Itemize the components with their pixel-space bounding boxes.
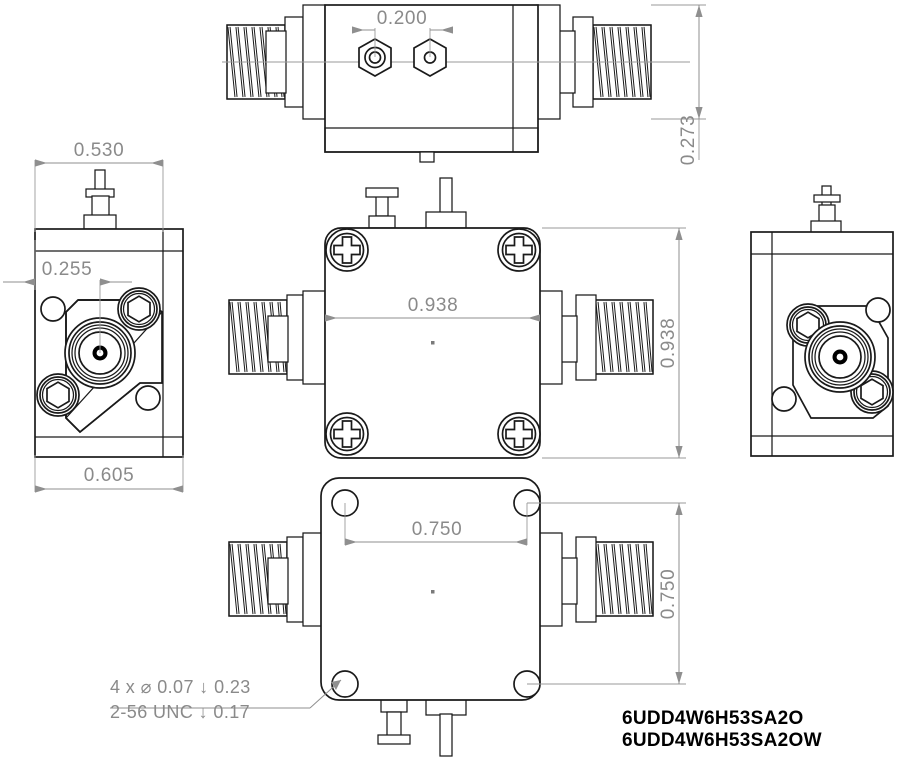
part-number-block: 6UDD4W6H53SA2O 6UDD4W6H53SA2OW [622,708,822,751]
dimension-0750-horizontal-label: 0.750 [412,519,463,540]
right-view-top-post [810,185,842,234]
bottom-view-bottom-posts [377,697,467,757]
dimension-0530: 0.530 [34,140,164,232]
dimension-0938-horizontal-label: 0.938 [408,295,459,316]
bottom-view-body [320,477,541,701]
front-view-center-mark [431,341,435,345]
bottom-view-right-connector [537,532,655,627]
front-view-screw-br [497,412,541,456]
dimension-0938-vertical-label: 0.938 [658,318,679,369]
dimension-0605-label: 0.605 [84,465,135,486]
part-number-secondary: 6UDD4W6H53SA2OW [622,730,822,751]
hole-callout-line1: 4 x ⌀ 0.07 ↓ 0.23 [110,677,251,697]
part-number-primary: 6UDD4W6H53SA2O [622,708,804,729]
front-view-right-connector [537,290,655,385]
left-view-hole-upper [40,296,66,322]
dimension-0273-label: 0.273 [678,115,699,166]
front-view-top-posts [365,177,467,229]
dimension-0200-label: 0.200 [377,8,428,29]
bottom-view-left-connector [227,532,326,627]
bottom-view: 0.750 0.750 4 x ⌀ 0.07 ↓ 0.23 2-56 UNC ↓… [110,477,686,757]
front-view-left-connector [227,290,326,385]
front-view: 0.938 0.938 [227,177,686,459]
dimension-0200: 0.200 [352,8,453,57]
dimension-0750-vertical: 0.750 [527,502,686,685]
right-view-hole-upper [865,297,891,323]
right-side-view [750,185,894,457]
dimension-0255: 0.255 [3,240,132,353]
dimension-0938-vertical: 0.938 [542,227,686,459]
right-view-hole-lower [771,386,797,412]
dimension-0938-horizontal: 0.938 [325,295,540,322]
dimension-0750-vertical-label: 0.750 [658,569,679,620]
left-view-top-post [83,169,117,230]
left-view-hole-lower [135,385,161,411]
top-view: 0.200 0.273 [222,4,706,166]
bottom-view-hole-bl [331,670,359,698]
dimension-0605: 0.605 [34,455,184,493]
hole-callout: 4 x ⌀ 0.07 ↓ 0.23 2-56 UNC ↓ 0.17 [110,677,342,722]
dimension-0273: 0.273 [651,4,706,166]
dimension-0255-label: 0.255 [42,259,93,280]
dimension-0530-label: 0.530 [74,140,125,161]
dimension-0750-horizontal: 0.750 [344,503,528,546]
hole-callout-line2: 2-56 UNC ↓ 0.17 [110,702,250,722]
front-view-screw-bl [325,412,369,456]
left-side-view: 0.530 0.255 0.605 [3,140,184,493]
bottom-view-center-mark [431,590,435,594]
front-view-screw-tr [497,228,541,272]
front-view-screw-tl [325,228,369,272]
